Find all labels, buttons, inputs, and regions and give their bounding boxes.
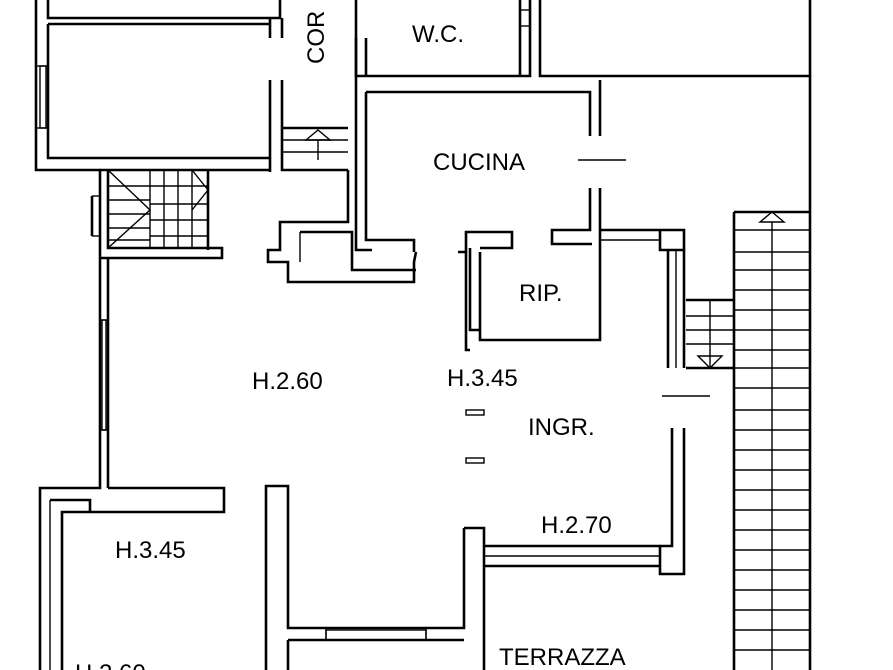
room-label-terrace: TERRAZZA [499,644,626,670]
room-label-corridor: COR [303,11,330,64]
height-label-entrance: H.2.70 [541,512,612,539]
hall-details [465,409,485,464]
upper-left-rooms [34,0,348,258]
height-label-bottom-left: H.3.45 [115,537,186,564]
room-label-entrance: INGR. [528,414,595,441]
corridor-passage [266,126,418,284]
room-label-storage: RIP. [519,280,563,307]
exterior-staircase [686,76,812,670]
room-label-wc: W.C. [412,21,464,48]
height-label-living: H.2.60 [252,368,323,395]
entrance-walls [264,228,710,670]
height-label-cut-off: H.2.60 [75,660,146,670]
kitchen-room [354,38,626,342]
living-walls [38,258,226,670]
left-staircase [90,169,224,260]
height-label-middle: H.3.45 [447,365,518,392]
storage-room [458,230,514,352]
room-label-kitchen: CUCINA [433,149,525,176]
